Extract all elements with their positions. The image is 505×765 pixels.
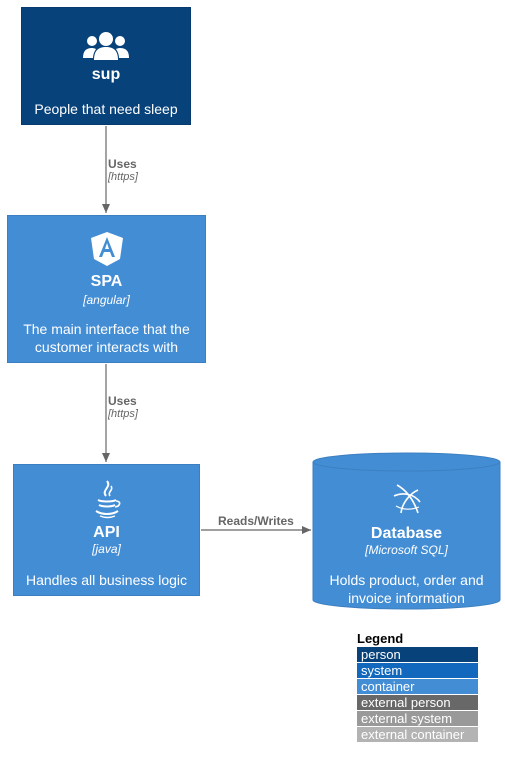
container-node-spa[interactable]: SPA [angular] The main interface that th… bbox=[7, 215, 206, 363]
node-technology: [angular] bbox=[83, 293, 130, 307]
container-node-database[interactable]: Database [Microsoft SQL] Holds product, … bbox=[312, 452, 501, 610]
node-description: People that need sleep bbox=[34, 101, 178, 117]
node-technology: [java] bbox=[92, 542, 121, 556]
legend-item-container: container bbox=[357, 679, 478, 694]
node-technology: [Microsoft SQL] bbox=[365, 543, 448, 557]
container-node-api[interactable]: API [java] Handles all business logic bbox=[13, 464, 200, 596]
edge-technology-label: [https] bbox=[108, 171, 138, 183]
edge-label-api-to-database: Reads/Writes bbox=[218, 514, 294, 528]
java-icon bbox=[14, 479, 199, 519]
node-title: Database bbox=[370, 525, 443, 542]
node-title: SPA bbox=[90, 273, 123, 290]
edge-relationship-label: Uses bbox=[108, 394, 137, 408]
node-description: Holds product, order and invoice informa… bbox=[329, 572, 484, 606]
legend-title: Legend bbox=[357, 631, 404, 646]
node-description: The main interface that the customer int… bbox=[23, 321, 190, 355]
edge-relationship-label: Reads/Writes bbox=[218, 514, 294, 528]
legend-item-person: person bbox=[357, 647, 478, 662]
node-title: API bbox=[93, 524, 120, 541]
people-icon bbox=[22, 30, 190, 62]
angular-icon bbox=[8, 231, 205, 267]
node-description: Handles all business logic bbox=[25, 572, 188, 588]
legend-item-external-container: external container bbox=[357, 727, 478, 742]
sql-server-icon bbox=[312, 482, 501, 516]
person-node-sup[interactable]: sup People that need sleep bbox=[21, 7, 191, 125]
edge-label-spa-to-api: Uses [https] bbox=[108, 394, 138, 420]
node-title: sup bbox=[91, 66, 121, 83]
database-cylinder-shape bbox=[312, 452, 501, 610]
legend-item-external-person: external person bbox=[357, 695, 478, 710]
edge-label-sup-to-spa: Uses [https] bbox=[108, 157, 138, 183]
legend-item-external-system: external system bbox=[357, 711, 478, 726]
legend: Legend person system container external … bbox=[357, 631, 478, 743]
edge-technology-label: [https] bbox=[108, 408, 138, 420]
edge-relationship-label: Uses bbox=[108, 157, 137, 171]
legend-item-system: system bbox=[357, 663, 478, 678]
